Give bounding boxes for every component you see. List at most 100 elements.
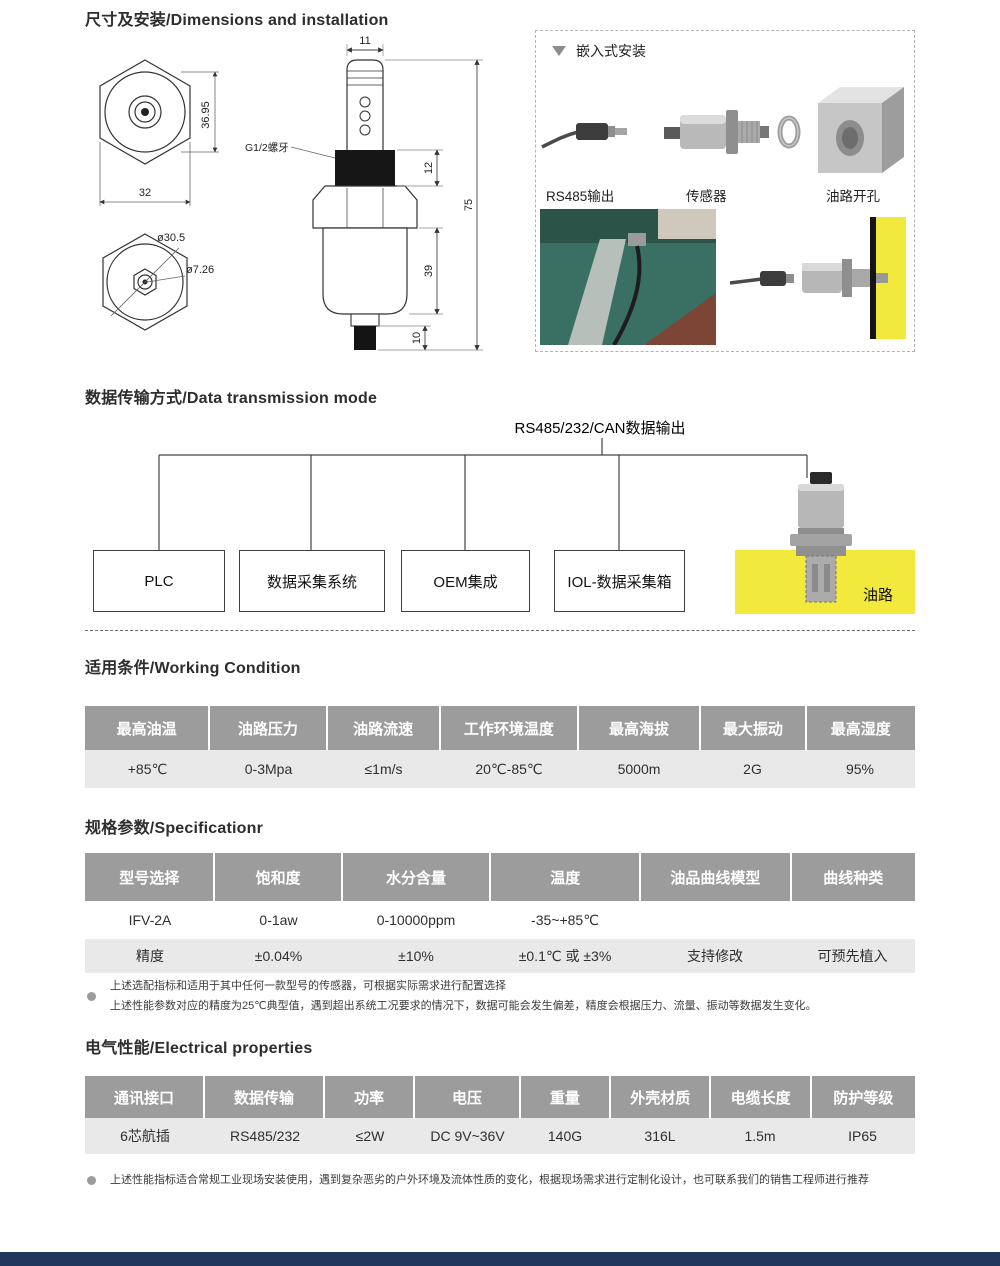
electrical-value-cell: RS485/232: [229, 1128, 301, 1144]
spec-header-cell: 温度: [491, 853, 640, 901]
working-header-cell: 工作环境温度: [440, 706, 577, 750]
side-view-sensor: [312, 59, 418, 350]
electrical-header-row: 通讯接口 数据传输 功率 电压 重量 外壳材质 电缆长度 防护等级: [85, 1076, 915, 1118]
working-value-cell: 2G: [743, 761, 762, 777]
install-panel-title: 嵌入式安装: [576, 43, 646, 59]
oil-port-block-render: [818, 87, 904, 173]
spec-header-cell: 油品曲线模型: [641, 853, 790, 901]
working-header-cell: 最高湿度: [806, 706, 915, 750]
dim-total-length: 75: [463, 199, 475, 211]
triangle-down-icon: [552, 46, 566, 56]
electrical-note: 上述性能指标适合常规工业现场安装使用，遇到复杂恶劣的户外环境及流体性质的变化，根…: [85, 1170, 915, 1190]
thread-spec-label: G1/2螺牙: [245, 142, 289, 154]
spec-cell: [790, 901, 915, 939]
bullet-icon: [87, 991, 96, 1001]
working-header-cell: 油路流速: [327, 706, 439, 750]
electrical-value-cell: 140G: [547, 1128, 583, 1144]
section-divider: [85, 630, 915, 631]
section-title-working: 适用条件/Working Condition: [85, 660, 301, 677]
working-header-cell: 最大振动: [701, 706, 805, 750]
spec-cell: ±10%: [398, 948, 434, 964]
spec-header-cell: 水分含量: [342, 853, 490, 901]
electrical-value-cell: DC 9V~36V: [430, 1128, 505, 1144]
spec-cell: ±0.1℃ 或 ±3%: [518, 948, 612, 964]
electrical-value-row: 6芯航插 RS485/232 ≤2W DC 9V~36V 140G 316L 1…: [85, 1118, 915, 1154]
section-title-dimensions: 尺寸及安装/Dimensions and installation: [85, 12, 389, 29]
spec-cell: 可预先植入: [817, 948, 888, 964]
section-title-transmission: 数据传输方式/Data transmission mode: [85, 390, 378, 407]
electrical-header-cell: 数据传输: [204, 1076, 323, 1118]
node-plc: PLC: [93, 550, 225, 612]
dimensions-technical-drawing: 36.95 32 ø30.5 ø7.26: [99, 35, 483, 351]
install-site-photos: [540, 209, 906, 345]
assembly-render: [729, 217, 906, 339]
electrical-value-cell: 316L: [644, 1128, 676, 1144]
electrical-value-cell: ≤2W: [355, 1128, 385, 1144]
spec-cell: 精度: [136, 948, 164, 964]
field-install-photo: [540, 209, 716, 345]
electrical-note-line: 上述性能指标适合常规工业现场安装使用，遇到复杂恶劣的户外环境及流体性质的变化，根…: [110, 1174, 869, 1186]
working-header-row: 最高油温 油路压力 油路流速 工作环境温度 最高海拔 最大振动 最高湿度: [85, 706, 915, 750]
working-header-cell: 油路压力: [210, 706, 326, 750]
install-label-oilport: 油路开孔: [826, 189, 880, 204]
spec-cell: 支持修改: [687, 948, 743, 964]
working-value-cell: 0-3Mpa: [244, 761, 293, 777]
node-daq-system: 数据采集系统: [239, 550, 385, 612]
spec-cell: IFV-2A: [128, 912, 172, 928]
working-value-cell: 5000m: [617, 761, 661, 777]
spec-header-cell: 曲线种类: [791, 853, 915, 901]
install-product-renders: [541, 87, 904, 173]
working-value-cell: ≤1m/s: [364, 761, 403, 777]
section-title-spec: 规格参数/Specificationr: [85, 820, 264, 837]
spec-cell: 0-10000ppm: [376, 912, 456, 928]
working-condition-table: 最高油温 油路压力 油路流速 工作环境温度 最高海拔 最大振动 最高湿度 +85…: [85, 706, 915, 788]
bullet-icon: [87, 1175, 96, 1185]
dim-front-height: 36.95: [200, 101, 212, 129]
node-oem: OEM集成: [401, 550, 530, 612]
spec-row-model: IFV-2A 0-1aw 0-10000ppm -35~+85℃: [85, 901, 915, 939]
install-label-rs485: RS485输出: [546, 189, 615, 204]
footer-bar: [0, 1252, 1000, 1266]
electrical-value-cell: 6芯航插: [120, 1128, 170, 1144]
dim-top-width: 11: [359, 35, 370, 47]
electrical-header-cell: 通讯接口: [85, 1076, 203, 1118]
electrical-value-cell: IP65: [848, 1128, 877, 1144]
spec-cell: 0-1aw: [259, 912, 298, 928]
spec-header-cell: 型号选择: [85, 853, 214, 901]
spec-row-accuracy: 精度 ±0.04% ±10% ±0.1℃ 或 ±3% 支持修改 可预先植入: [85, 939, 915, 973]
working-value-cell: +85℃: [127, 760, 168, 777]
spec-cell: -35~+85℃: [531, 911, 599, 928]
dim-front-width: 32: [139, 187, 151, 199]
dim-bottom-outer-diameter: ø30.5: [157, 232, 185, 244]
dim-body-length: 39: [423, 265, 435, 277]
spec-header-row: 型号选择 饱和度 水分含量 温度 油品曲线模型 曲线种类: [85, 853, 915, 901]
oil-channel-label: 油路: [862, 587, 893, 604]
dim-thread-length: 12: [423, 162, 435, 174]
front-view-hexagon: [99, 59, 191, 165]
electrical-table: 通讯接口 数据传输 功率 电压 重量 外壳材质 电缆长度 防护等级 6芯航插 R…: [85, 1076, 915, 1154]
spec-notes: 上述选配指标和适用于其中任何一款型号的传感器，可根据实际需求进行配置选择 上述性…: [85, 976, 915, 1017]
working-value-cell: 95%: [845, 761, 875, 777]
install-panel-header: 嵌入式安装: [552, 41, 646, 61]
embedded-install-panel: 嵌入式安装: [535, 30, 915, 352]
spec-cell: [640, 901, 790, 939]
spec-note-line: 上述选配指标和适用于其中任何一款型号的传感器，可根据实际需求进行配置选择: [110, 980, 506, 992]
install-label-sensor: 传感器: [686, 189, 727, 204]
working-value-row: +85℃ 0-3Mpa ≤1m/s 20℃-85℃ 5000m 2G 95%: [85, 750, 915, 788]
electrical-header-cell: 重量: [520, 1076, 610, 1118]
electrical-header-cell: 电缆长度: [711, 1076, 810, 1118]
electrical-header-cell: 防护等级: [811, 1076, 915, 1118]
working-value-cell: 20℃-85℃: [475, 760, 543, 777]
specification-table: 型号选择 饱和度 水分含量 温度 油品曲线模型 曲线种类 IFV-2A 0-1a…: [85, 853, 915, 973]
electrical-header-cell: 电压: [415, 1076, 519, 1118]
electrical-header-cell: 功率: [324, 1076, 414, 1118]
electrical-header-cell: 外壳材质: [611, 1076, 710, 1118]
sensor-render: [664, 110, 801, 154]
transmission-tree-lines: [158, 438, 808, 551]
working-header-cell: 最高海拔: [578, 706, 700, 750]
node-iol-box: IOL-数据采集箱: [554, 550, 685, 612]
mounted-sensor-render: [790, 472, 852, 603]
dim-tip-length: 10: [411, 332, 423, 344]
electrical-value-cell: 1.5m: [744, 1128, 776, 1144]
